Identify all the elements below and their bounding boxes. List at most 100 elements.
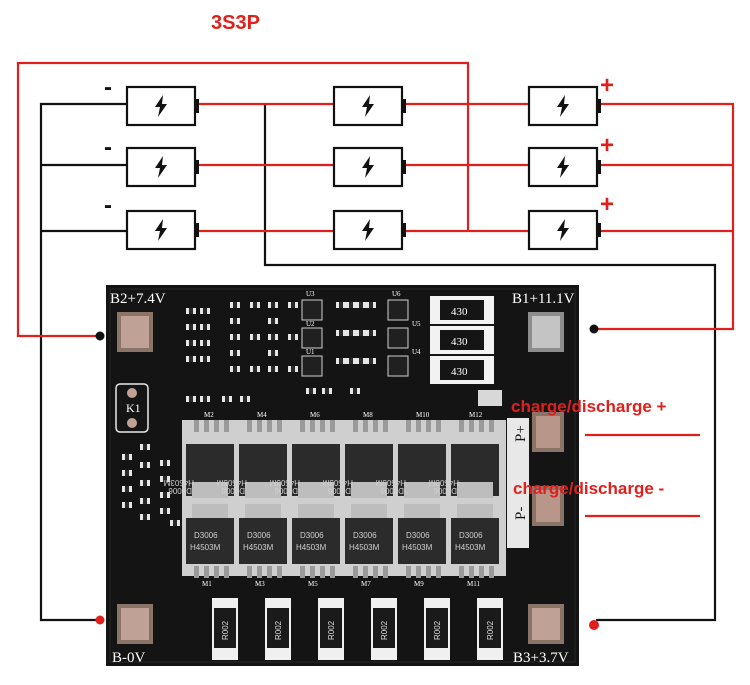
smd-part xyxy=(200,308,210,314)
black-wires xyxy=(39,102,717,622)
battery-icon xyxy=(332,85,406,127)
smd-part xyxy=(268,334,278,340)
smd-part xyxy=(268,302,278,308)
mosfet-label: M7 xyxy=(361,580,371,588)
pad-b3 xyxy=(528,604,564,644)
shunt-resistor: R002 xyxy=(265,598,291,660)
smd-part xyxy=(366,330,376,336)
mosfet-marking: D3006 xyxy=(327,486,351,495)
ic-label: U6 xyxy=(392,290,401,298)
pad-b1 xyxy=(528,312,564,352)
label-b3: B3+3.7V xyxy=(513,650,569,666)
lightning-bolt-icon xyxy=(557,219,569,241)
connection-dots xyxy=(95,324,599,630)
label-p-minus: P- xyxy=(513,507,529,520)
mosfet-marking: D3006 xyxy=(353,531,377,540)
smd-part xyxy=(346,358,356,364)
shunt-marking: R002 xyxy=(221,620,230,640)
smd-part xyxy=(200,324,210,330)
mosfet-label: M9 xyxy=(414,580,424,588)
battery-icon xyxy=(125,85,199,127)
smd-part xyxy=(186,308,196,314)
diode-d1 xyxy=(478,390,502,406)
mosfet-label: M2 xyxy=(204,411,214,419)
control-ics: U3 U2 U1 U6 U5 U4 xyxy=(301,290,421,377)
mosfet-array: H4503MD3006D3006H4503MM2M1H4503MD3006D30… xyxy=(163,411,499,588)
mosfet-marking: H4503M xyxy=(243,543,274,552)
smd-part xyxy=(250,334,260,340)
smd-part xyxy=(250,366,260,372)
lightning-bolt-icon xyxy=(557,156,569,178)
mosfet-marking: D3006 xyxy=(274,486,298,495)
mosfet-label: M12 xyxy=(469,411,483,419)
mosfet-marking: D3006 xyxy=(247,531,271,540)
smd-part xyxy=(230,334,240,340)
mosfet-label: M10 xyxy=(416,411,430,419)
smd-part xyxy=(288,334,298,340)
power-resistors: 430 430 430 xyxy=(430,296,494,384)
label-b2: B2+7.4V xyxy=(110,291,166,307)
smd-part xyxy=(366,302,376,308)
smd-part xyxy=(356,330,366,336)
smd-part xyxy=(322,388,332,394)
shunt-marking: R002 xyxy=(274,620,283,640)
mosfet-marking: H4503M xyxy=(163,478,194,487)
smd-part xyxy=(288,366,298,372)
dot-b1 xyxy=(589,324,599,334)
battery-icon xyxy=(332,146,406,188)
smd-part xyxy=(346,330,356,336)
mosfet-marking: D3006 xyxy=(300,531,324,540)
resistor-value: 430 xyxy=(451,306,468,318)
smd-part xyxy=(336,358,346,364)
negative-mark: - xyxy=(104,192,112,219)
label-p-plus: P+ xyxy=(513,425,529,442)
dot-b0 xyxy=(95,615,105,625)
mosfet-marking: H4503M xyxy=(322,478,353,487)
lightning-bolt-icon xyxy=(362,219,374,241)
shunt-resistor: R002 xyxy=(477,598,503,660)
mosfet-marking: H4503M xyxy=(455,543,486,552)
ic-label: U3 xyxy=(306,290,315,298)
smd-part xyxy=(160,476,170,482)
pad-p-minus xyxy=(532,486,564,526)
lightning-bolt-icon xyxy=(155,156,167,178)
smd-part xyxy=(356,358,366,364)
pad-p-plus xyxy=(532,412,564,452)
smd-part xyxy=(200,340,210,346)
mosfet-marking: D3006 xyxy=(194,531,218,540)
label-b1: B1+11.1V xyxy=(512,291,575,307)
shunt-marking: R002 xyxy=(486,620,495,640)
mosfet-marking: H4503M xyxy=(375,478,406,487)
negative-mark: - xyxy=(104,74,112,101)
label-b0: B-0V xyxy=(112,650,146,666)
smd-part xyxy=(160,460,170,466)
smd-part xyxy=(186,356,196,362)
positive-mark: + xyxy=(600,191,615,218)
mosfet-label: M6 xyxy=(310,411,320,419)
label-k1: K1 xyxy=(126,401,141,415)
shunt-resistor: R002 xyxy=(212,598,238,660)
battery-icon xyxy=(527,209,601,251)
smd-part xyxy=(140,480,150,486)
k1-switch: K1 xyxy=(115,383,149,433)
smd-part xyxy=(240,396,250,402)
smd-part xyxy=(186,324,196,330)
red-wires xyxy=(16,61,735,518)
mosfet-marking: H4503M xyxy=(296,543,327,552)
smd-part xyxy=(140,498,150,504)
smd-part xyxy=(200,356,210,362)
ic-label: U4 xyxy=(412,348,421,356)
mosfet-label: M11 xyxy=(467,580,480,588)
shunt-resistor: R002 xyxy=(424,598,450,660)
